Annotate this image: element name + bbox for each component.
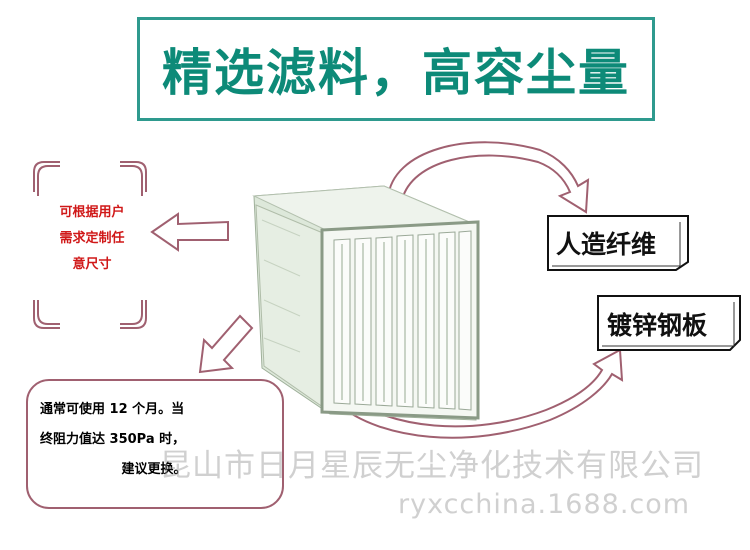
frame-tag: 镀锌钢板 — [607, 311, 708, 340]
arrow-to-left-note — [150, 212, 229, 252]
arrow-to-material-tag — [386, 141, 590, 214]
page-title: 精选滤料，高容尘量 — [162, 43, 630, 102]
frame-tag-frame — [597, 295, 741, 351]
bottom-note-line: 建议更换。 — [121, 462, 187, 477]
bottom-note-frame — [26, 379, 284, 509]
bottom-note-line: 通常可使用 12 个月。当 — [40, 402, 185, 417]
bottom-note: 通常可使用 12 个月。当 终阻力值达 350Pa 时， 建议更换。 — [40, 395, 268, 485]
bag-filter-image — [252, 185, 480, 421]
material-tag-frame — [547, 215, 689, 271]
left-note-line: 可根据用户 — [59, 205, 125, 220]
left-note: 可根据用户 需求定制任 意尺寸 — [44, 200, 140, 278]
title-banner: 精选滤料，高容尘量 — [137, 17, 655, 121]
bottom-note-line: 终阻力值达 350Pa 时， — [40, 432, 186, 447]
left-note-line: 意尺寸 — [72, 257, 112, 272]
left-note-line: 需求定制任 — [59, 231, 125, 246]
material-tag: 人造纤维 — [556, 230, 657, 259]
company-watermark: 昆山市日月星辰无尘净化技术有限公司 — [160, 448, 704, 484]
site-watermark: ryxcchina.1688.com — [398, 489, 691, 520]
left-note-frame — [33, 161, 147, 329]
arrow-to-bottom-note — [198, 314, 254, 374]
